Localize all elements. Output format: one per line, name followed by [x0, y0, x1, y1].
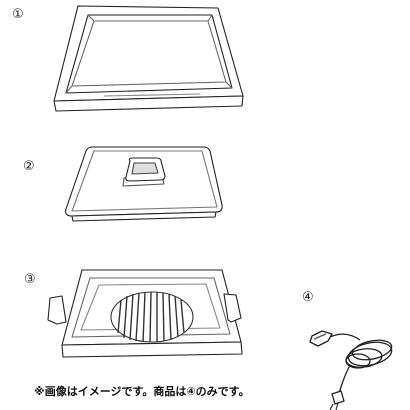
- part-label-2: ②: [23, 159, 35, 174]
- grill-plate: [47, 269, 243, 358]
- part-label-4: ④: [302, 290, 314, 305]
- part-label-1: ①: [12, 7, 24, 22]
- part-label-3: ③: [24, 272, 36, 287]
- frame-ring: [53, 5, 244, 112]
- image-note: ※画像はイメージです。商品は④のみです。: [34, 385, 250, 398]
- lid: [65, 146, 223, 222]
- power-cord: [309, 330, 393, 410]
